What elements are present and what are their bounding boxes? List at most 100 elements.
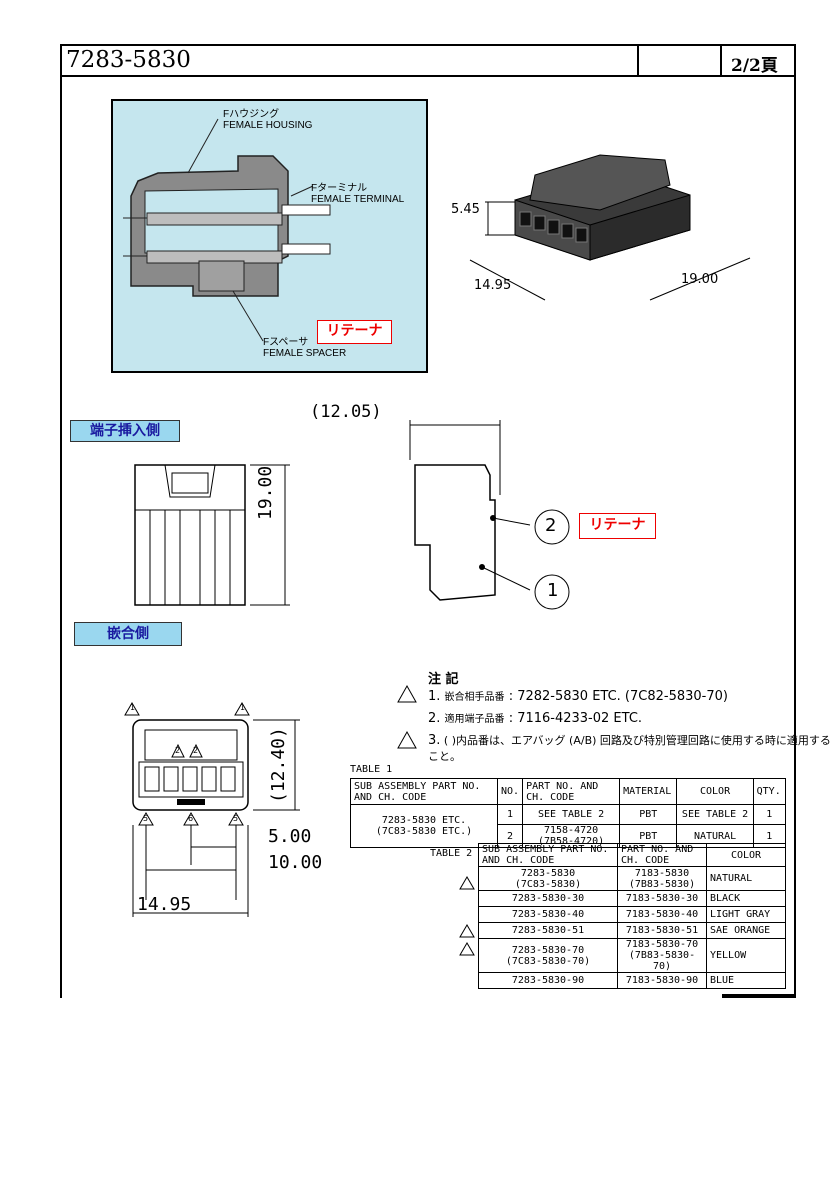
table1-header: NO. — [496, 778, 524, 805]
table2-cell-color: BLUE — [706, 972, 786, 989]
side-length-dim: (12.05) — [310, 402, 382, 422]
table2-cell-sub: 7283-5830-70 (7C83-5830-70) — [478, 938, 618, 973]
mating-side-drawing — [124, 702, 300, 917]
table2-header: PART NO. AND CH. CODE — [617, 843, 707, 867]
terminal-label-en: FEMALE TERMINAL — [311, 194, 405, 205]
table1-cell-qty: 1 — [752, 804, 787, 825]
part-number-title: 7283-5830 — [66, 47, 191, 73]
marker-5a: 5 — [143, 814, 149, 823]
table2-cell-part: 7183-5830 (7B83-5830) — [617, 866, 707, 891]
table2-cell-part: 7183-5830-51 — [617, 922, 707, 939]
table1-header: PART NO. AND CH. CODE — [522, 778, 621, 805]
table2-header: SUB ASSEMBLY PART NO. AND CH. CODE — [478, 843, 618, 867]
table-row: 7283-5830-51 7183-5830-51 SAE ORANGE — [478, 922, 786, 939]
table2-cell-sub: 7283-5830-90 — [478, 972, 618, 989]
note-3: 3. ( )内品番は、エアバッグ (A/B) 回路及び特別管理回路に使用する時に… — [428, 732, 835, 764]
table1-header: SUB ASSEMBLY PART NO. AND CH. CODE — [350, 778, 498, 805]
table1-header: QTY. — [752, 778, 787, 805]
spacer-label-jp: Fスペーサ — [263, 337, 309, 348]
table2-caption: TABLE 2 — [430, 848, 473, 859]
terminal-side-drawing — [134, 464, 290, 606]
cross-section-drawing — [123, 118, 331, 342]
pitch-dim: 5.00 — [268, 826, 312, 847]
table2-cell-sub-alt: (7C83-5830-70) — [505, 955, 591, 967]
table2-cell-sub: 7283-5830-51 — [478, 922, 618, 939]
note-3-text: ( )内品番は、エアバッグ (A/B) 回路及び特別管理回路に使用する時に適用す… — [428, 734, 831, 763]
marker-1b: 1 — [240, 703, 246, 712]
iso-width-dim: 14.95 — [474, 278, 512, 293]
table2-cell-sub: 7283-5830-30 — [478, 890, 618, 907]
retainer-tag: リテーナ — [317, 320, 392, 344]
table1: SUB ASSEMBLY PART NO. AND CH. CODE NO. P… — [350, 778, 787, 848]
table2-cell-sub-text: 7283-5830-70 — [511, 944, 585, 956]
note-2-value: : 7116-4233-02 ETC. — [508, 711, 643, 726]
note-1-value: : 7282-5830 ETC. (7C82-5830-70) — [508, 689, 728, 704]
table-row: 7283-5830-40 7183-5830-40 LIGHT GRAY — [478, 906, 786, 923]
table1-sub-assembly-text: 7283-5830 ETC. — [381, 815, 467, 826]
note-2-label: 適用端子品番 — [444, 714, 505, 725]
note-1-label: 嵌合相手品番 — [444, 692, 505, 703]
table-row: 7283-5830-30 7183-5830-30 BLACK — [478, 890, 786, 907]
table2-cell-part-text: 7183-5830-70 — [625, 939, 699, 950]
table-row: 7283-5830 ETC. (7C83-5830 ETC.) 1 SEE TA… — [350, 804, 787, 848]
isometric-connector-drawing — [469, 154, 751, 301]
table-row: 7283-5830-70 (7C83-5830-70) 7183-5830-70… — [478, 938, 786, 973]
table2-cell-part-alt: (7B83-5830-70) — [628, 950, 696, 972]
marker-5b: 5 — [233, 814, 239, 823]
table1-cell-part-text: 7158-4720 — [543, 825, 599, 836]
callout-1: 1 — [547, 580, 559, 601]
table2-cell-part: 7183-5830-40 — [617, 906, 707, 923]
table1-cell-color: SEE TABLE 2 — [676, 804, 754, 825]
page-indicator: 2/2頁 — [731, 56, 778, 76]
table2-cell-color: YELLOW — [706, 938, 786, 973]
table2-cell-sub-text: 7283-5830 — [520, 867, 576, 879]
terminal-side-height-dim: 19.00 — [255, 465, 276, 520]
table2-cell-sub: 7283-5830 (7C83-5830) — [478, 866, 618, 891]
iso-depth-dim: 19.00 — [681, 272, 719, 287]
marker-2b: 2 — [193, 746, 199, 755]
mating-width-dim: 14.95 — [137, 894, 192, 915]
table-row: 7283-5830-90 7183-5830-90 BLUE — [478, 972, 786, 989]
table1-caption: TABLE 1 — [350, 764, 393, 775]
table1-sub-assembly-alt: (7C83-5830 ETC.) — [375, 826, 473, 837]
bottom-rule — [722, 994, 796, 998]
note-2-num: 2. — [428, 711, 441, 726]
note-warning-icons — [397, 684, 417, 749]
retainer-tag-side: リテーナ — [579, 513, 656, 539]
mating-height-dim: (12.40) — [268, 727, 289, 803]
table2-cell-part-alt: (7B83-5830) — [628, 878, 696, 890]
callout-2: 2 — [545, 515, 557, 536]
table2: SUB ASSEMBLY PART NO. AND CH. CODE PART … — [478, 843, 786, 989]
table1-header: MATERIAL — [619, 778, 678, 805]
housing-label-jp: Fハウジング — [223, 109, 280, 120]
table2-cell-part: 7183-5830-90 — [617, 972, 707, 989]
table2-cell-color: BLACK — [706, 890, 786, 907]
side-view-drawing — [409, 420, 570, 610]
table2-cell-color: SAE ORANGE — [706, 922, 786, 939]
marker-6: 6 — [188, 814, 194, 823]
marker-1a: 1 — [130, 703, 136, 712]
spacer-label-en: FEMALE SPACER — [263, 348, 347, 359]
span-dim: 10.00 — [268, 852, 323, 873]
iso-height-dim: 5.45 — [451, 202, 480, 217]
table2-cell-color: LIGHT GRAY — [706, 906, 786, 923]
notes-heading: 注 記 — [428, 672, 459, 687]
note-1-num: 1. — [428, 689, 441, 704]
table2-cell-color: NATURAL — [706, 866, 786, 891]
mating-side-tag: 嵌合側 — [74, 622, 182, 646]
header-divider — [637, 44, 639, 77]
table2-cell-part: 7183-5830-70 (7B83-5830-70) — [617, 938, 707, 973]
table1-cell-material: PBT — [619, 804, 678, 825]
marker-2a: 2 — [175, 746, 181, 755]
terminal-label-jp: Fターミナル — [311, 183, 368, 194]
table2-cell-part-text: 7183-5830 — [634, 867, 690, 879]
header-divider — [720, 44, 722, 77]
table1-cell-part-alt: (7B58-4720) — [537, 836, 605, 847]
note-2: 2. 適用端子品番 : 7116-4233-02 ETC. — [428, 710, 642, 726]
table1-header: COLOR — [676, 778, 754, 805]
table1-sub-assembly: 7283-5830 ETC. (7C83-5830 ETC.) — [350, 804, 498, 848]
table2-warning-icons — [459, 876, 475, 956]
housing-label-en: FEMALE HOUSING — [223, 120, 313, 131]
table2-header: COLOR — [706, 843, 786, 867]
terminal-insertion-side-tag: 端子挿入側 — [70, 420, 180, 442]
